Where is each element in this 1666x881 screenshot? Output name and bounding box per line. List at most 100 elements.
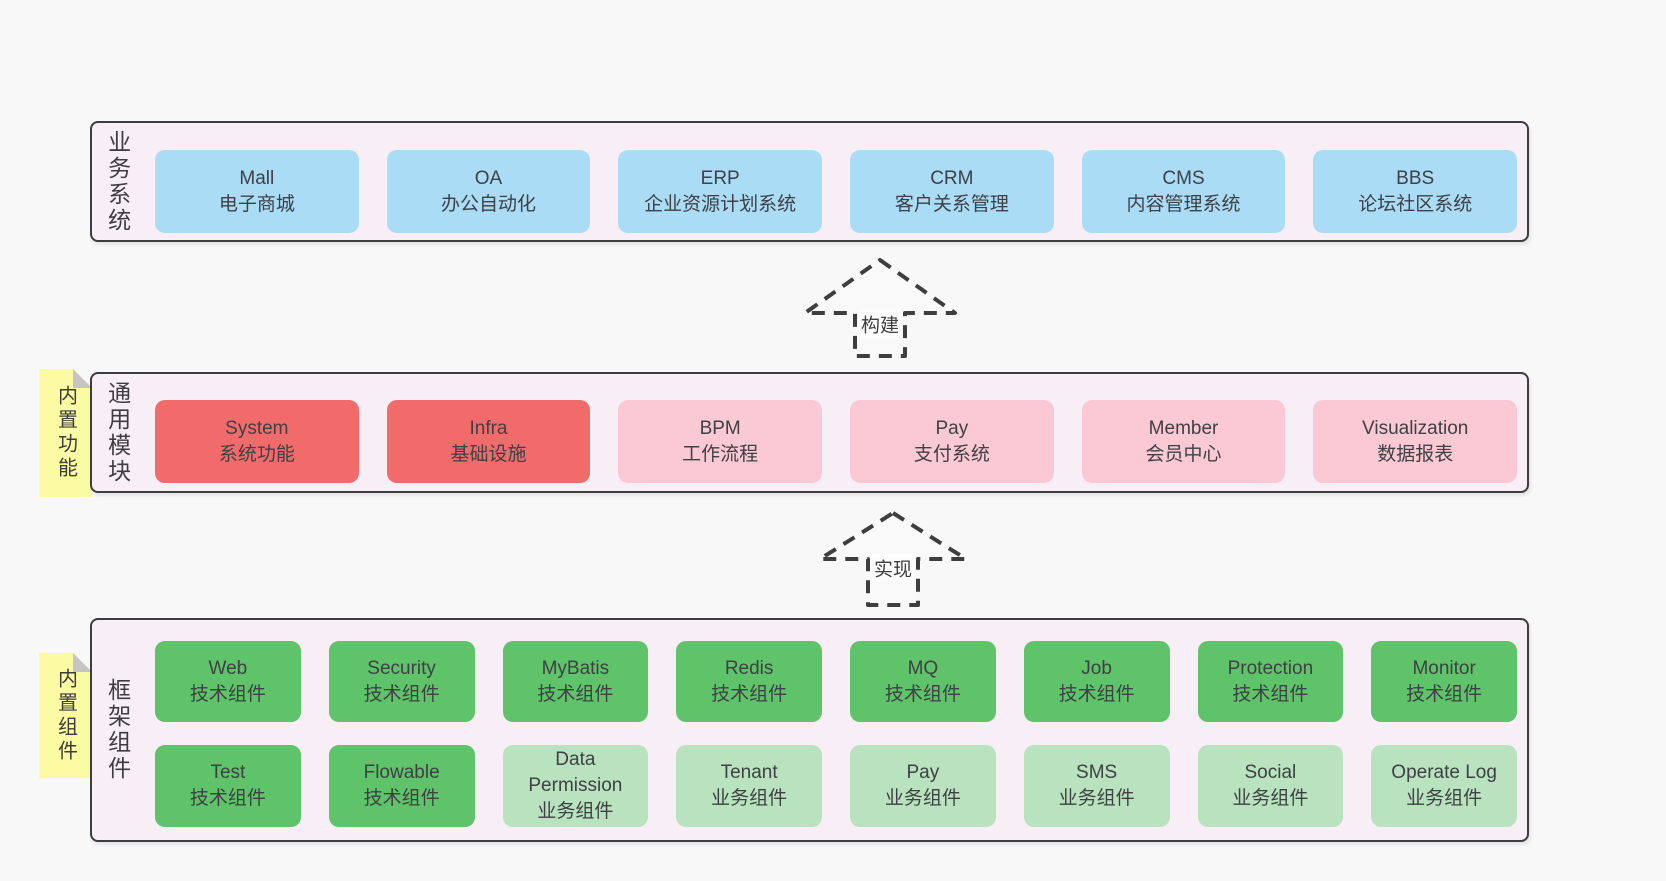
section-common-modules: 通用模块 System 系统功能 Infra 基础设施 BPM 工作流程 Pay… xyxy=(90,372,1529,493)
box-infra: Infra 基础设施 xyxy=(386,400,591,483)
box-subtitle: 业务组件 xyxy=(537,801,614,822)
box-title: Social xyxy=(1244,762,1297,783)
arrow-build-label: 构建 xyxy=(857,309,903,339)
box-subtitle: 企业资源计划系统 xyxy=(644,193,797,215)
box-subtitle: 办公自动化 xyxy=(441,193,537,215)
box-subtitle: 技术组件 xyxy=(1058,683,1135,705)
box-subtitle: 业务组件 xyxy=(1406,788,1483,809)
box-flowable: Flowable 技术组件 xyxy=(328,745,475,827)
box-title: Pay xyxy=(906,762,940,783)
box-subtitle: 技术组件 xyxy=(1232,683,1309,705)
box-title: Pay xyxy=(935,417,969,439)
box-subtitle: 技术组件 xyxy=(711,683,788,705)
box-subtitle: 业务组件 xyxy=(711,788,788,809)
box-test: Test 技术组件 xyxy=(155,745,301,827)
box-crm: CRM 客户关系管理 xyxy=(850,150,1054,233)
up-arrow-build-icon xyxy=(803,258,957,358)
box-title: CMS xyxy=(1162,167,1205,189)
box-title: Web xyxy=(208,657,248,679)
section-framework-components: 框架组件 Web 技术组件 Security 技术组件 MyBatis 技术组件… xyxy=(90,618,1529,842)
box-subtitle: 技术组件 xyxy=(1406,683,1483,705)
box-subtitle: 会员中心 xyxy=(1145,443,1222,465)
box-data-permission: Data Permission 业务组件 xyxy=(502,745,649,827)
box-erp: ERP 企业资源计划系统 xyxy=(618,150,823,233)
framework-box-row-2: Test 技术组件 Flowable 技术组件 Data Permission … xyxy=(155,745,1517,827)
sticky-built-in-features: 内置功能 xyxy=(39,369,92,497)
box-monitor: Monitor 技术组件 xyxy=(1371,641,1517,722)
box-social: Social 业务组件 xyxy=(1197,745,1344,827)
box-subtitle: 技术组件 xyxy=(363,788,440,809)
sticky-text: 内置组件 xyxy=(54,667,77,764)
box-mq: MQ 技术组件 xyxy=(850,641,996,722)
arrow-outline xyxy=(803,258,957,358)
box-title: ERP xyxy=(700,167,740,189)
box-subtitle: 支付系统 xyxy=(913,443,990,465)
box-tenant: Tenant 业务组件 xyxy=(676,745,822,827)
box-title: Visualization xyxy=(1362,417,1469,439)
box-operate-log: Operate Log 业务组件 xyxy=(1371,745,1517,827)
section-business-systems: 业务系统 Mall 电子商城 OA 办公自动化 ERP 企业资源计划系统 CRM… xyxy=(90,121,1529,242)
box-bbs: BBS 论坛社区系统 xyxy=(1313,150,1518,233)
box-subtitle: 业务组件 xyxy=(1058,788,1135,809)
box-subtitle: 技术组件 xyxy=(537,683,614,705)
box-pay-system: Pay 支付系统 xyxy=(850,400,1054,483)
box-sms: SMS 业务组件 xyxy=(1023,745,1170,827)
box-subtitle: 数据报表 xyxy=(1377,443,1454,465)
box-title: BPM xyxy=(699,417,741,439)
framework-box-row-1: Web 技术组件 Security 技术组件 MyBatis 技术组件 Redi… xyxy=(155,641,1517,722)
box-mall: Mall 电子商城 xyxy=(155,150,359,233)
box-title: SMS xyxy=(1076,762,1118,783)
box-redis: Redis 技术组件 xyxy=(676,641,822,722)
box-title: Job xyxy=(1081,657,1112,679)
section-business-label: 业务系统 xyxy=(104,129,131,234)
box-oa: OA 办公自动化 xyxy=(386,150,591,233)
box-title: Protection xyxy=(1227,657,1314,679)
box-title: OA xyxy=(474,167,503,189)
box-title: System xyxy=(225,417,289,439)
section-framework-label: 框架组件 xyxy=(104,678,131,782)
box-subtitle: 电子商城 xyxy=(218,193,295,215)
box-subtitle: 技术组件 xyxy=(189,683,266,705)
modules-box-row: System 系统功能 Infra 基础设施 BPM 工作流程 Pay 支付系统… xyxy=(155,400,1518,483)
sticky-text: 内置功能 xyxy=(54,385,77,481)
box-web: Web 技术组件 xyxy=(155,641,301,722)
box-subtitle: 内容管理系统 xyxy=(1126,193,1241,215)
box-title: Tenant xyxy=(720,762,778,783)
box-subtitle: 论坛社区系统 xyxy=(1358,193,1473,215)
box-subtitle: 技术组件 xyxy=(363,683,440,705)
section-modules-label: 通用模块 xyxy=(104,380,131,485)
box-title: Flowable xyxy=(363,762,440,783)
box-title: Security xyxy=(367,657,436,679)
box-pay-component: Pay 业务组件 xyxy=(850,745,996,827)
box-subtitle: 客户关系管理 xyxy=(894,193,1009,215)
box-title: Mall xyxy=(239,167,275,189)
box-bpm: BPM 工作流程 xyxy=(618,400,823,483)
box-title: MQ xyxy=(907,657,939,679)
box-title: BBS xyxy=(1396,167,1435,189)
box-title: MyBatis xyxy=(541,657,610,679)
box-member: Member 会员中心 xyxy=(1081,400,1286,483)
box-subtitle: 技术组件 xyxy=(189,788,266,809)
box-title: Monitor xyxy=(1412,657,1476,679)
box-title: Test xyxy=(210,762,246,783)
box-subtitle: 技术组件 xyxy=(884,683,961,705)
box-title: Member xyxy=(1148,417,1219,439)
box-title: Data Permission xyxy=(528,749,623,796)
box-title: Infra xyxy=(469,417,508,439)
box-protection: Protection 技术组件 xyxy=(1197,641,1344,722)
box-mybatis: MyBatis 技术组件 xyxy=(502,641,649,722)
box-subtitle: 系统功能 xyxy=(218,443,295,465)
business-box-row: Mall 电子商城 OA 办公自动化 ERP 企业资源计划系统 CRM 客户关系… xyxy=(155,150,1518,233)
box-cms: CMS 内容管理系统 xyxy=(1081,150,1286,233)
box-job: Job 技术组件 xyxy=(1023,641,1170,722)
box-visualization: Visualization 数据报表 xyxy=(1313,400,1518,483)
box-title: Redis xyxy=(724,657,774,679)
box-subtitle: 业务组件 xyxy=(1232,788,1309,809)
box-subtitle: 基础设施 xyxy=(450,443,527,465)
box-subtitle: 业务组件 xyxy=(884,788,961,809)
sticky-built-in-components: 内置组件 xyxy=(39,653,92,778)
arrow-implement-label: 实现 xyxy=(870,553,916,583)
box-title: Operate Log xyxy=(1391,762,1497,783)
box-title: CRM xyxy=(930,167,974,189)
